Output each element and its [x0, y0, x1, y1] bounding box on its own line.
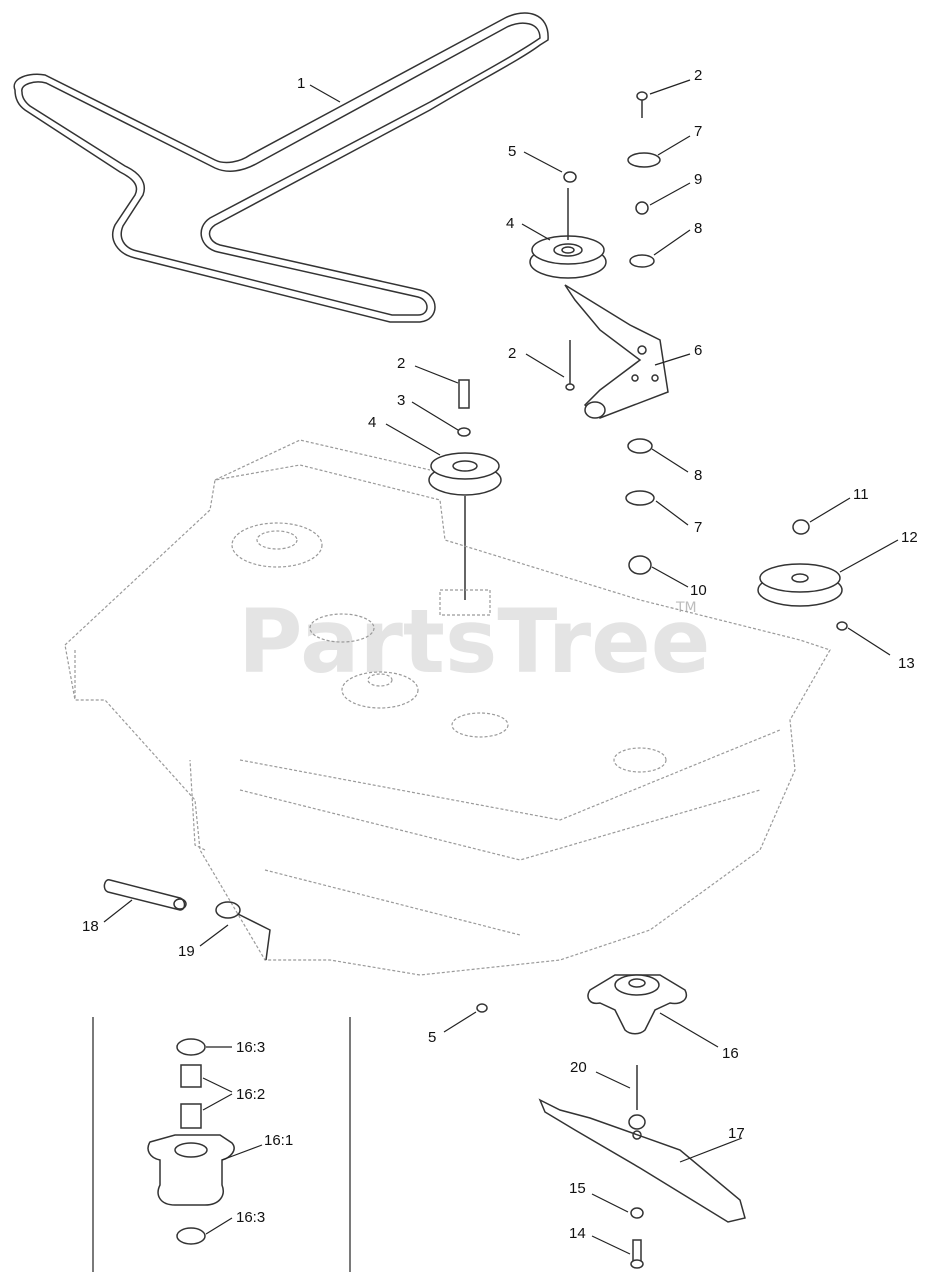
callout-2: 2 — [694, 67, 702, 84]
callout-5: 5 — [508, 143, 516, 160]
blade-washer — [630, 1207, 644, 1219]
bolt-idler — [565, 340, 575, 391]
washers-stack-right — [625, 152, 661, 575]
spring-rod — [215, 901, 271, 961]
watermark-trademark: TM — [675, 600, 697, 616]
callout-15: 15 — [569, 1180, 586, 1197]
callout-16-3: 16:3 — [236, 1209, 265, 1226]
nut-upper — [563, 171, 577, 183]
v-belt — [13, 12, 549, 323]
spindle-housing — [587, 974, 687, 1035]
bolt-upper — [636, 91, 648, 118]
callout-9: 9 — [694, 171, 702, 188]
callout-10: 10 — [690, 582, 707, 599]
idler-arm — [564, 284, 669, 419]
spring — [103, 879, 187, 911]
spindle-inset-panel — [92, 1017, 351, 1272]
callout-2: 2 — [508, 345, 516, 362]
blade-bolt — [630, 1239, 644, 1269]
callout-4: 4 — [368, 414, 376, 431]
callout-2: 2 — [397, 355, 405, 372]
mower-deck — [64, 439, 831, 976]
callout-16-2: 16:2 — [236, 1086, 265, 1103]
spindle-shaft-bolt — [628, 1065, 646, 1130]
watermark-brand: PartsTree — [238, 590, 710, 693]
callout-16-1: 16:1 — [264, 1132, 293, 1149]
callout-11: 11 — [853, 486, 869, 503]
callout-8: 8 — [694, 220, 702, 237]
spindle-pulley-right — [757, 519, 848, 631]
callout-20: 20 — [570, 1059, 587, 1076]
callout-16: 16 — [722, 1045, 739, 1062]
callout-6: 6 — [694, 342, 702, 359]
nut-spindle — [476, 1003, 488, 1013]
callout-14: 14 — [569, 1225, 586, 1242]
idler-pulley-upper — [529, 188, 607, 279]
callout-7: 7 — [694, 519, 702, 536]
mower-blade — [538, 1098, 746, 1223]
callout-3: 3 — [397, 392, 405, 409]
callout-18: 18 — [82, 918, 99, 935]
leader-lines — [103, 79, 899, 1255]
callout-1: 1 — [297, 75, 305, 92]
callout-17: 17 — [728, 1125, 745, 1142]
idler-pulley-middle — [428, 379, 502, 600]
callout-13: 13 — [898, 655, 915, 672]
callout-8: 8 — [694, 467, 702, 484]
callout-12: 12 — [901, 529, 918, 546]
callout-7: 7 — [694, 123, 702, 140]
callout-labels: 1 2 7 5 9 4 8 2 6 2 3 4 8 11 7 12 10 13 … — [82, 67, 918, 1242]
callout-16-3: 16:3 — [236, 1039, 265, 1056]
callout-19: 19 — [178, 943, 195, 960]
callout-5: 5 — [428, 1029, 436, 1046]
callout-4: 4 — [506, 215, 514, 232]
